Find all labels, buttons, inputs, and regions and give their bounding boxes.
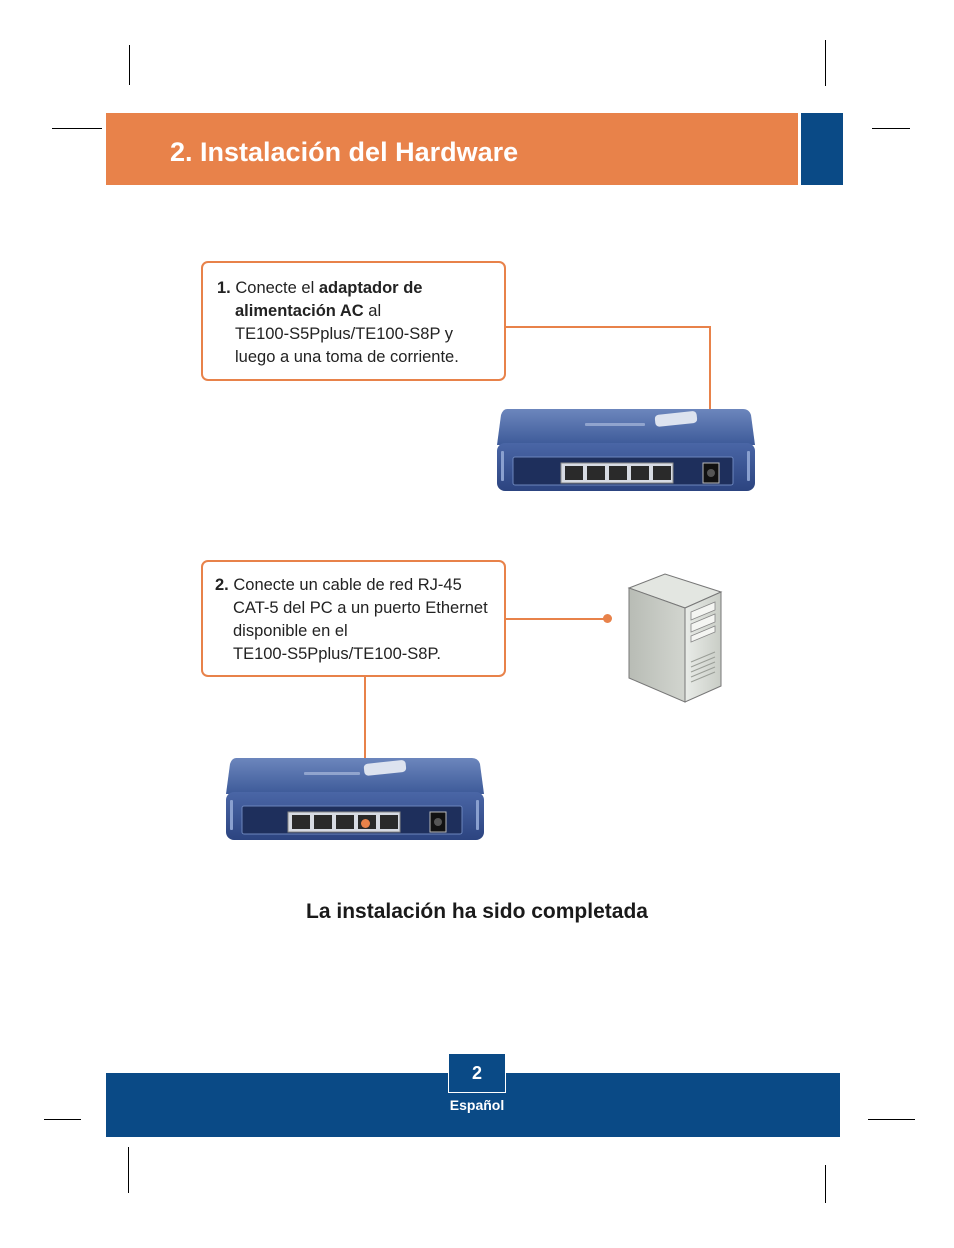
step-1-line-3: TE100-S5Pplus/TE100-S8P y [235,325,453,343]
step-2-line-2: CAT-5 del PC a un puerto Ethernet [233,599,488,617]
step-2-line-4: TE100-S5Pplus/TE100-S8P. [233,645,441,663]
step-1-line-4: luego a una toma de corriente. [235,348,459,366]
step-1-callout: 1. Conecte el adaptador de alimentación … [201,261,506,381]
step-2-line-1: 2. Conecte un cable de red RJ-45 [215,576,462,594]
step-2-line-3: disponible en el [233,622,348,640]
power-jack-icon [702,462,720,484]
step-2-connector-switch [364,676,366,824]
ethernet-port-icon [287,811,401,833]
completion-message: La instalación ha sido completada [306,900,648,923]
header-accent-block [801,113,843,185]
step-1-line-1: 1. Conecte el adaptador de [217,279,423,297]
crop-mark [825,1165,826,1203]
step-1-connector [505,326,710,328]
step-2-callout: 2. Conecte un cable de red RJ-45 CAT-5 d… [201,560,506,677]
page-number: 2 [448,1053,506,1093]
step-1-connector [709,326,711,469]
crop-mark [52,128,102,129]
step-1-line-2: alimentación AC al [235,302,382,320]
step-2-connector-pc [505,618,607,620]
header-bar: 2. Instalación del Hardware [106,113,798,185]
crop-mark [868,1119,915,1120]
footer-language: Español [449,1097,505,1113]
connector-endpoint [603,614,612,623]
desktop-pc-tower-icon [627,573,723,703]
crop-mark [128,1147,129,1193]
step-number: 1. [217,279,231,297]
network-switch-icon [226,758,484,840]
crop-mark [825,40,826,86]
crop-mark [44,1119,81,1120]
connector-endpoint [361,819,370,828]
step-number: 2. [215,576,229,594]
crop-mark [129,45,130,85]
crop-mark [872,128,910,129]
page-title: 2. Instalación del Hardware [170,137,519,167]
network-switch-icon [497,409,755,491]
